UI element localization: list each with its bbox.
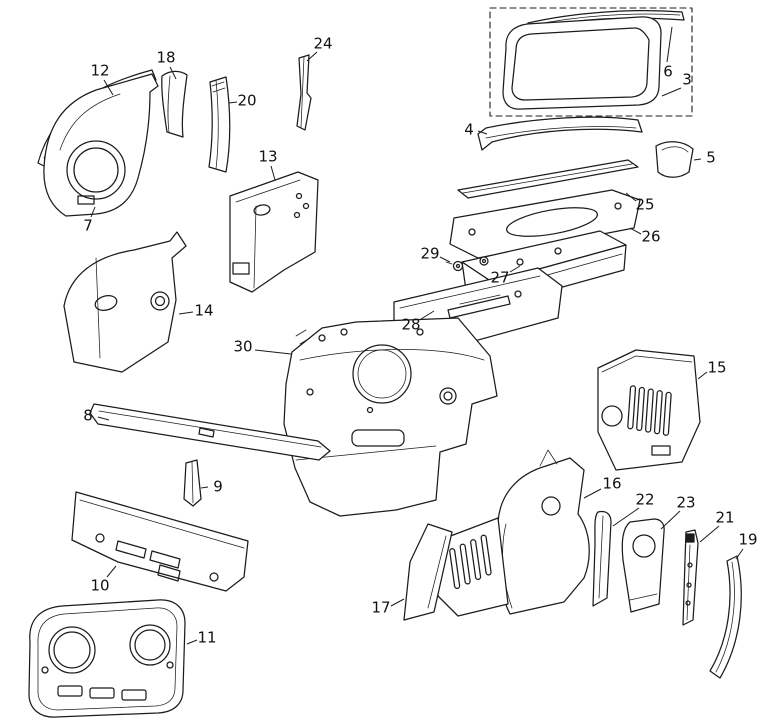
part-29-fastener-shape [445,256,489,272]
part-14-label: 14 [194,302,213,320]
part-7-leader-line [90,206,96,218]
part-16-wheel-arch-assembly-shape [437,449,590,617]
part-11-label: 11 [197,629,216,647]
part-3-leader-line [661,87,682,97]
part-23-panel-shape [621,518,665,613]
part-12-label: 12 [90,62,109,80]
part-19-label: 19 [738,531,757,549]
part-8-label: 8 [83,407,93,425]
part-21-label: 21 [715,509,734,527]
part-22-strip-shape [592,510,612,607]
part-15-quarter-inner-panel-shape [597,349,701,471]
part-13-cowl-side-panel-shape [229,171,319,293]
part-6-label: 6 [663,63,673,81]
part-19-blade-strip-shape [709,555,742,679]
part-3-label: 3 [682,71,692,89]
part-22-leader-line [612,507,640,527]
part-9-label: 9 [213,478,223,496]
part-30-bulkhead-shape [283,317,498,517]
part-9-leader-line [200,486,209,489]
part-28-leader-line [420,310,435,320]
part-29-label: 29 [420,245,439,263]
part-26-shelf-panel-shape [449,189,641,259]
part-13-label: 13 [258,148,277,166]
part-16-label: 16 [602,475,621,493]
part-18-pillar-piece-shape [161,70,188,138]
part-13-leader-line [270,165,276,181]
part-28-label: 28 [401,316,420,334]
part-21-leader-line [699,525,720,543]
part-16-leader-line [583,488,602,499]
part-5-leader-line [693,158,702,161]
part-25-label: 25 [635,196,654,214]
part-6-leader-line [666,26,673,63]
part-14-footwell-panel-shape [63,231,187,373]
part-24-strip-shape [296,54,312,131]
part-7-pillar-panel-shape [43,73,159,217]
part-27-leader-line [509,265,521,273]
part-20-label: 20 [237,92,256,110]
part-23-leader-line [660,510,681,530]
diagram-artwork [28,7,742,718]
dashed-reference-box [489,7,693,117]
part-27-label: 27 [490,269,509,287]
part-4-leader-line [477,130,488,135]
part-22-label: 22 [635,491,654,509]
part-23-label: 23 [676,494,695,512]
part-7-label: 7 [83,217,93,235]
part-30-label: 30 [233,338,252,356]
part-12-leader-line [103,79,114,96]
part-26-label: 26 [641,228,660,246]
part-26-leader-line [629,227,642,235]
part-5-corner-bracket-shape [655,141,694,178]
part-17-leader-line [390,598,405,607]
part-10-leader-line [106,565,117,578]
part-18-leader-line [169,66,177,80]
part-15-label: 15 [707,359,726,377]
part-15-leader-line [697,371,708,380]
part-9-bracket-shape [183,459,202,507]
part-4-label: 4 [464,121,474,139]
part-29-leader-line [439,256,451,263]
part-11-leader-line [186,639,198,645]
part-20-pillar-shape [208,76,231,173]
part-labels-layer: 3 4 5 6 7 8 9 10 11 12 13 14 15 16 17 18 19 20 21 22 23 24 25 2… [83,26,758,647]
part-30-leader-line [254,349,292,355]
part-5-label: 5 [706,149,716,167]
part-11-front-panel-shape [28,599,186,718]
part-18-label: 18 [156,49,175,67]
part-24-label: 24 [313,35,332,53]
part-10-label: 10 [90,577,109,595]
part-25-leader-line [625,192,637,202]
part-3-rear-window-frame-shape [502,16,662,110]
part-20-leader-line [228,101,238,104]
part-25-rail-strip-shape [457,159,639,199]
part-8-rail-shape [89,403,331,461]
part-17-label: 17 [371,599,390,617]
part-4-trim-strip-shape [477,116,643,151]
part-10-scuttle-panel-shape [71,491,249,592]
part-8-leader-line [97,416,110,421]
part-21-strip-shape [682,529,699,626]
part-24-leader-line [306,51,318,62]
part-14-leader-line [178,311,194,315]
part-19-leader-line [735,548,744,560]
part-17-skin-panel-shape [403,523,453,621]
